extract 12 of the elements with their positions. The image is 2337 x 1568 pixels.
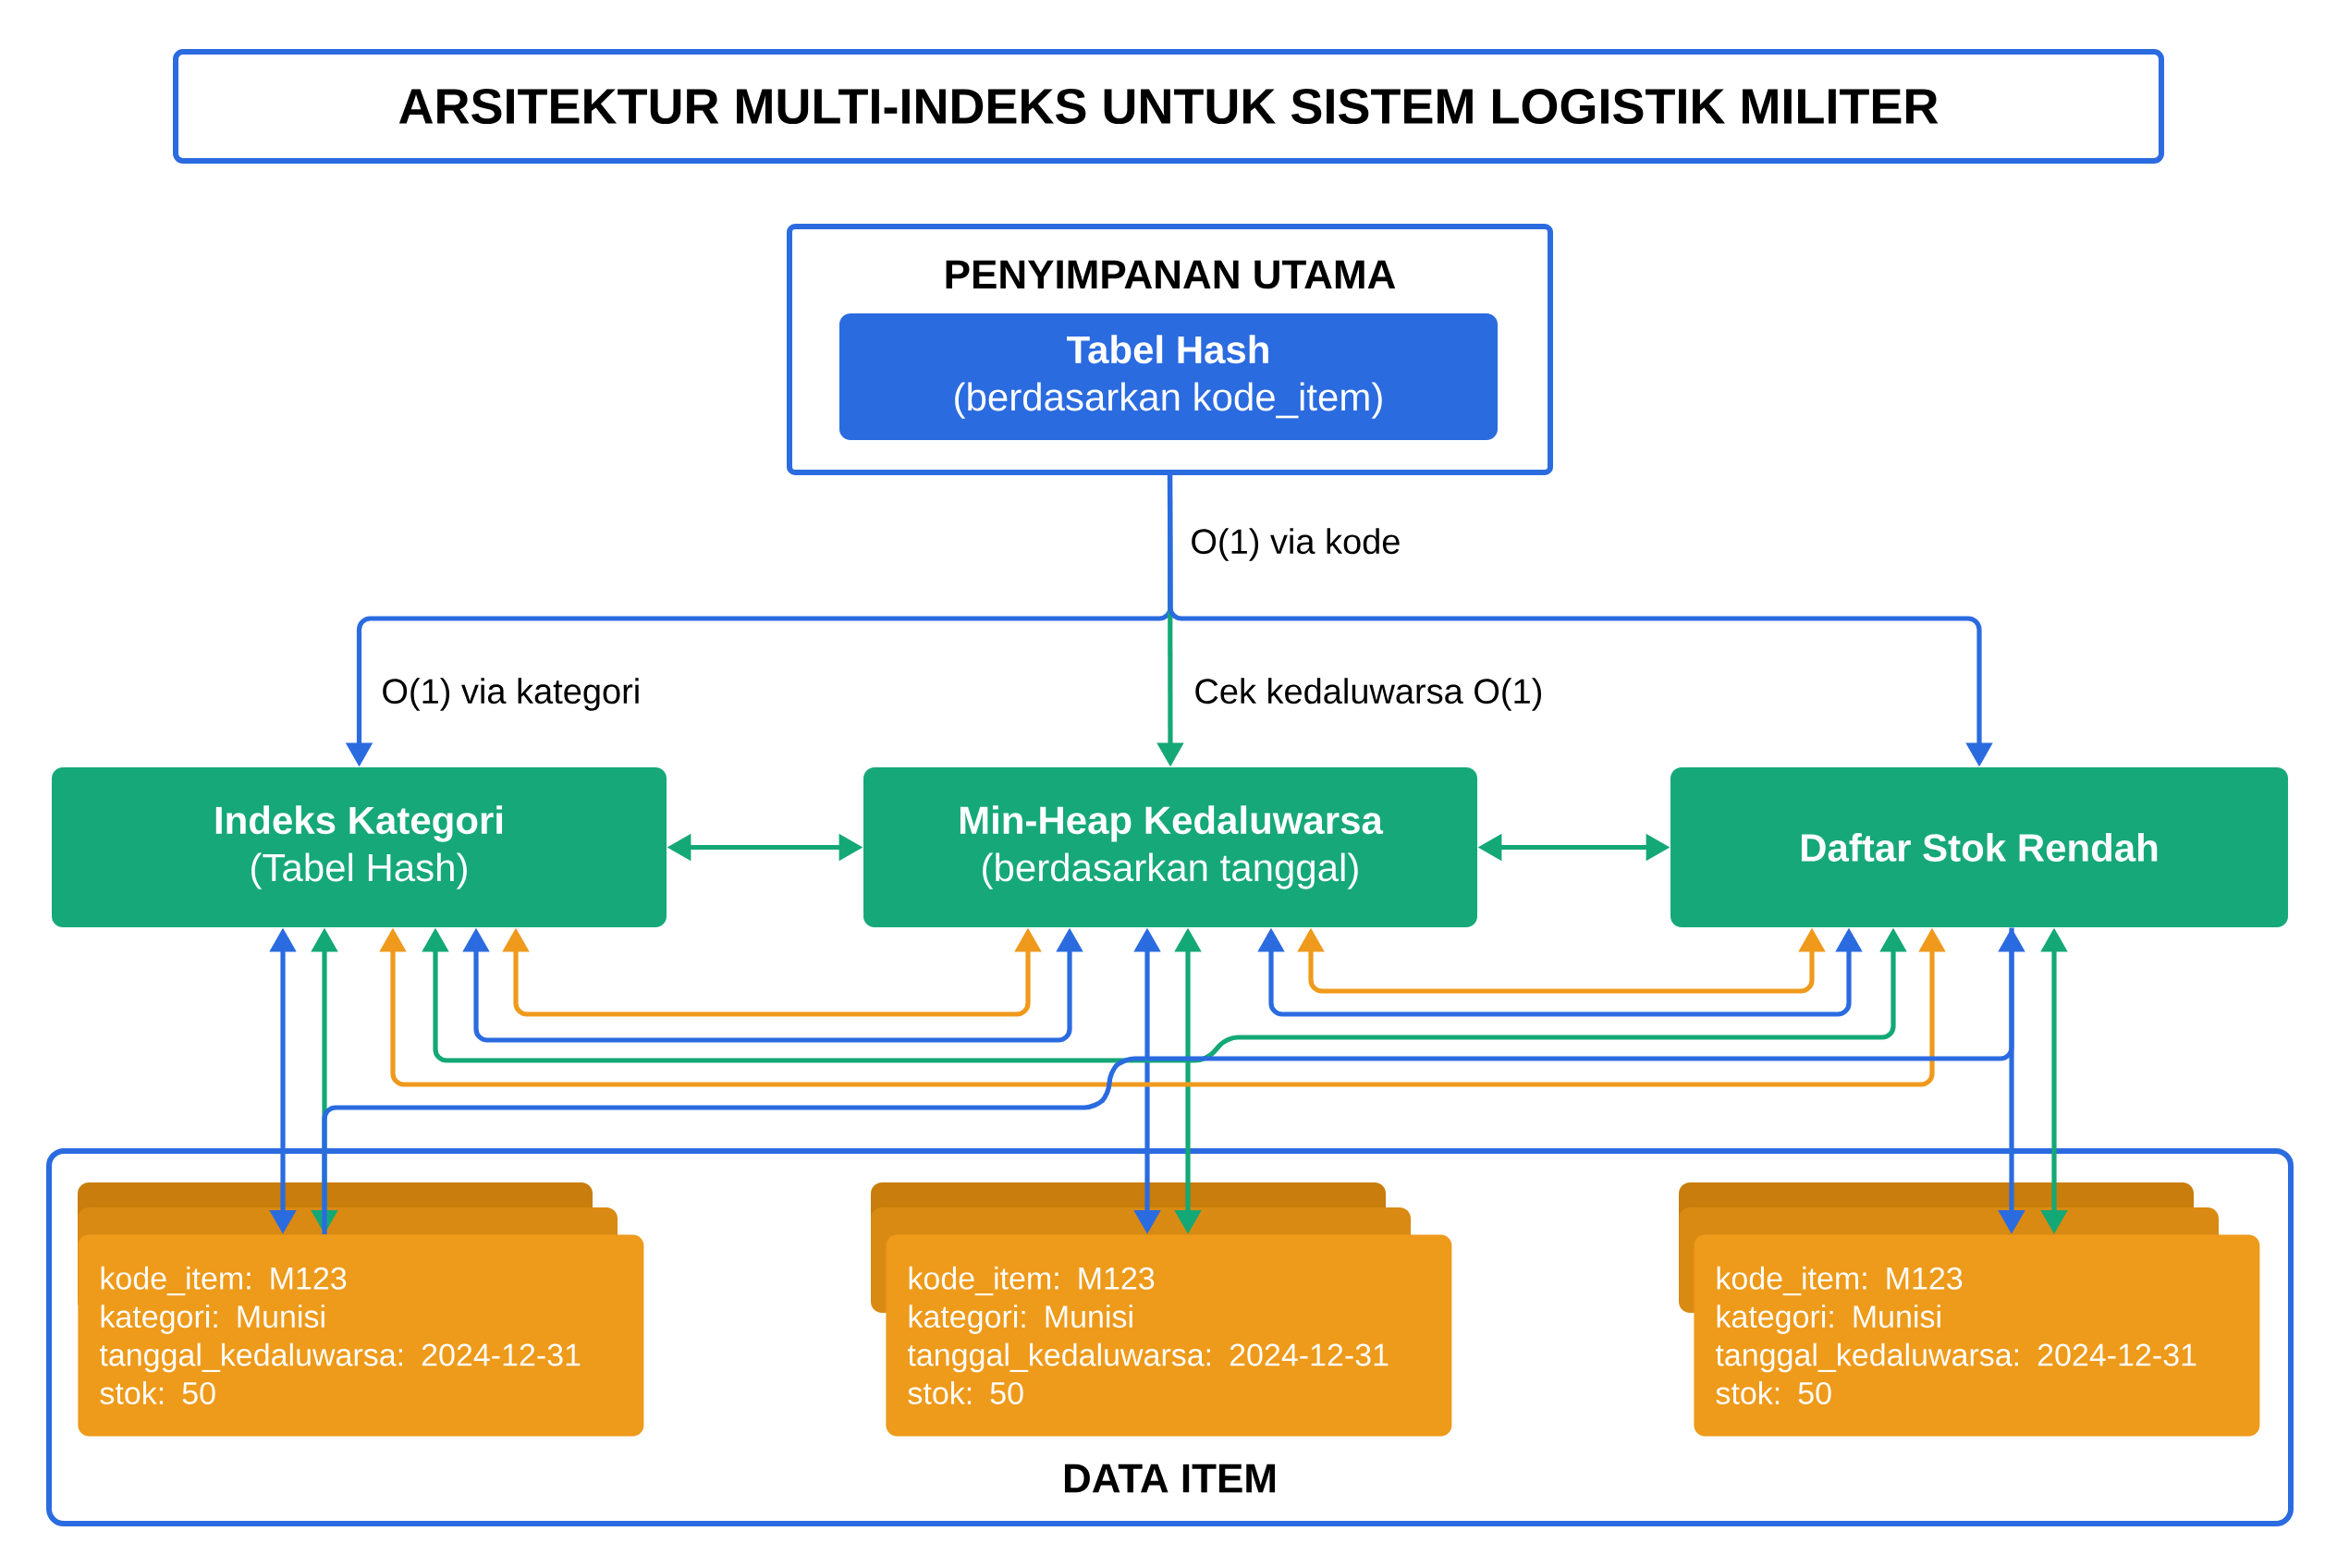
hash-table-box: Tabel Hash (berdasarkan kode_item) xyxy=(839,313,1498,440)
connector-line xyxy=(322,927,2014,1234)
item-card-stack: kode_item: M123 kategori: Munisi tanggal_kedaluwarsa: 2024-12-31 stok: 50 xyxy=(78,1182,644,1437)
edge-label: Cek kedaluwarsa O(1) xyxy=(1190,674,1548,715)
line-note: O(1) via kode xyxy=(1186,524,1405,565)
item-card-stack: kode_item: M123 kategori: Munisi tanggal_kedaluwarsa: 2024-12-31 stok: 50 xyxy=(1679,1182,2260,1437)
index-box: Min-Heap Kedaluwarsa (berdasarkan tanggal) xyxy=(863,767,1477,927)
index-box: Indeks Kategori (Tabel Hash) xyxy=(52,767,667,927)
title-box: ARSITEKTUR MULTI-INDEKS UNTUK SISTEM LOGISTIK MILITER xyxy=(173,49,2164,164)
item-card-stack: kode_item: M123 kategori: Munisi tanggal_kedaluwarsa: 2024-12-31 stok: 50 xyxy=(871,1182,1452,1437)
index-box: Daftar Stok Rendah xyxy=(1670,767,2288,927)
edge-label: O(1) via kategori xyxy=(377,674,645,715)
